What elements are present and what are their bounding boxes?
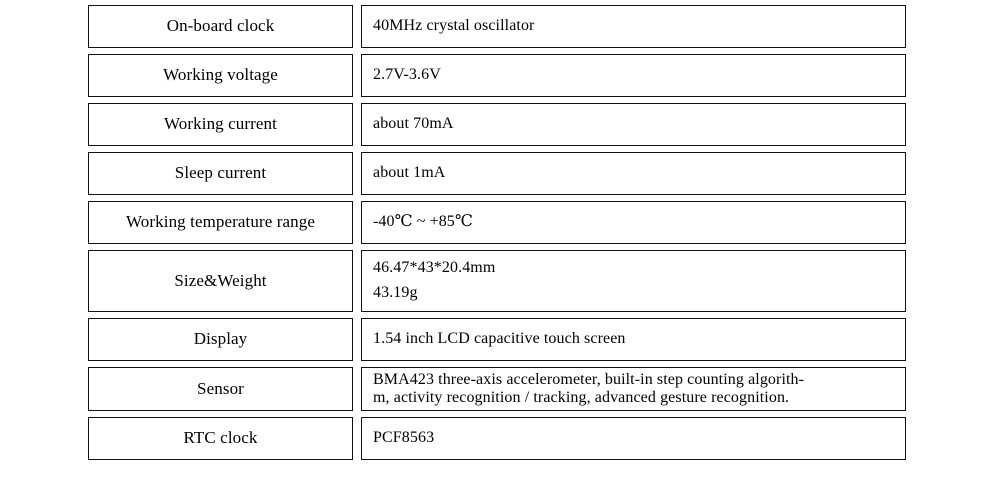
spec-value-line: about 1mA [373, 164, 446, 182]
spec-label-cell: Working voltage [88, 54, 353, 97]
table-row: RTC clock PCF8563 [88, 417, 906, 460]
spec-value-line: 1.54 inch LCD capacitive touch screen [373, 330, 626, 348]
spec-label-cell: Working temperature range [88, 201, 353, 244]
spec-value-line: 2.7V-3.6V [373, 66, 441, 84]
spec-label-text: Display [193, 329, 248, 349]
spec-value-lines: 1.54 inch LCD capacitive touch screen [373, 327, 626, 352]
spec-label-text: Working voltage [163, 65, 278, 85]
spec-value-cell: about 1mA [361, 152, 906, 195]
spec-value-cell: BMA423 three-axis accelerometer, built-i… [361, 367, 906, 411]
spec-value-line: BMA423 three-axis accelerometer, built-i… [373, 371, 805, 389]
spec-label-cell: Display [88, 318, 353, 361]
spec-value-cell: -40℃ ~ +85℃ [361, 201, 906, 244]
spec-value-lines: -40℃ ~ +85℃ [373, 210, 473, 235]
spec-value-line: m, activity recognition / tracking, adva… [373, 389, 790, 406]
spec-value-lines: 2.7V-3.6V [373, 63, 441, 88]
table-row: Working temperature range -40℃ ~ +85℃ [88, 201, 906, 244]
spec-value-line: 46.47*43*20.4mm [373, 259, 496, 277]
spec-label-cell: Sleep current [88, 152, 353, 195]
spec-value-cell: 40MHz crystal oscillator [361, 5, 906, 48]
spec-label-text: Working current [164, 114, 277, 134]
spec-value-line: 43.19g [373, 284, 418, 301]
spec-value-cell: about 70mA [361, 103, 906, 146]
spec-label-text: Sleep current [174, 163, 267, 183]
spec-value-cell: 1.54 inch LCD capacitive touch screen [361, 318, 906, 361]
spec-label-cell: Size&Weight [88, 250, 353, 312]
table-row: Display 1.54 inch LCD capacitive touch sc… [88, 318, 906, 361]
spec-label-cell: Sensor [88, 367, 353, 411]
table-row: Working current about 70mA [88, 103, 906, 146]
table-row: Sensor BMA423 three-axis accelerometer, b… [88, 367, 906, 411]
spec-label-text: Working temperature range [126, 212, 315, 232]
spec-value-line: -40℃ ~ +85℃ [373, 213, 473, 231]
spec-label-cell: On-board clock [88, 5, 353, 48]
spec-value-cell: PCF8563 [361, 417, 906, 460]
table-row: Size&Weight 46.47*43*20.4mm 43.19g [88, 250, 906, 312]
spec-value-lines: about 70mA [373, 112, 454, 137]
table-row: On-board clock 40MHz crystal oscillator [88, 5, 906, 48]
spec-value-cell: 2.7V-3.6V [361, 54, 906, 97]
spec-label-text: On-board clock [166, 16, 275, 36]
spec-label-text: Sensor [197, 378, 244, 398]
table-row: Working voltage 2.7V-3.6V [88, 54, 906, 97]
spec-label-cell: RTC clock [88, 417, 353, 460]
spec-value-lines: BMA423 three-axis accelerometer, built-i… [373, 371, 804, 407]
spec-value-cell: 46.47*43*20.4mm 43.19g [361, 250, 906, 312]
spec-value-lines: 40MHz crystal oscillator [373, 14, 534, 39]
spec-value-lines: about 1mA [373, 161, 445, 186]
spec-label-cell: Working current [88, 103, 353, 146]
table-row: Sleep current about 1mA [88, 152, 906, 195]
spec-value-line: 40MHz crystal oscillator [373, 17, 535, 35]
spec-label-text: Size&Weight [174, 270, 267, 290]
spec-value-lines: 46.47*43*20.4mm 43.19g [373, 256, 495, 306]
spec-value-line: PCF8563 [373, 429, 435, 447]
spec-label-text: RTC clock [183, 428, 258, 448]
spec-value-line: about 70mA [373, 115, 454, 133]
spec-value-lines: PCF8563 [373, 426, 434, 451]
